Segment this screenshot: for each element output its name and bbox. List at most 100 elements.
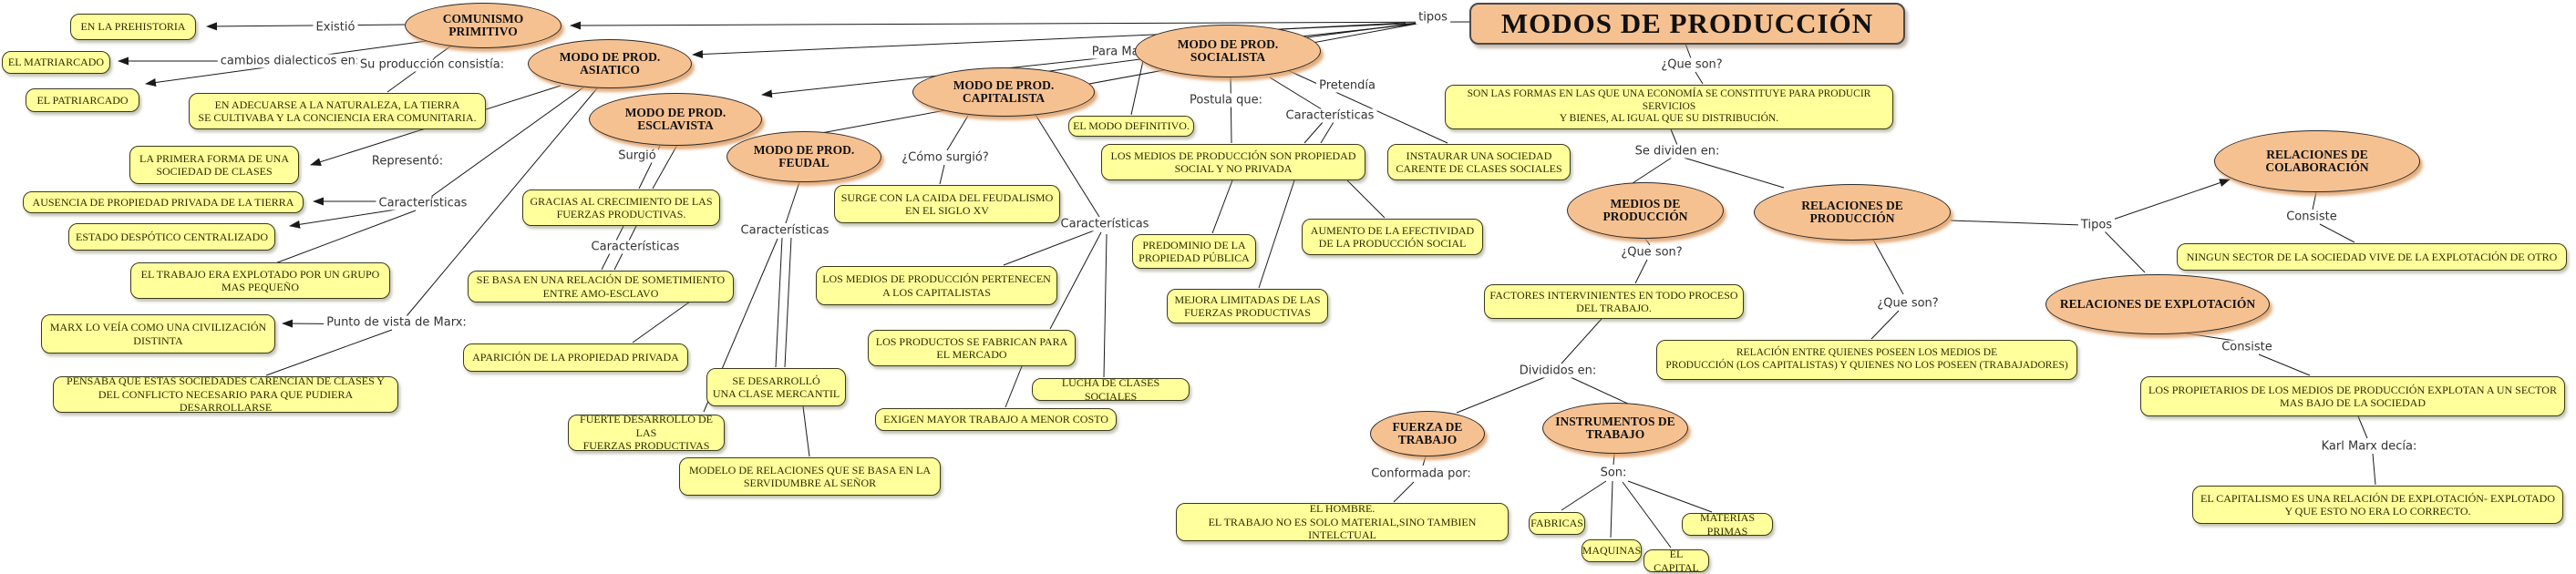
link-label-que-son-medios[interactable]: ¿Que son? (1618, 245, 1685, 260)
concept-box-marx-civilizacion-distinta[interactable]: MARX LO VEÍA COMO UNA CIVILIZACIÓN DISTI… (41, 314, 275, 354)
concept-oval-instrumentos-de-trabajo[interactable]: INSTRUMENTOS DE TRABAJO (1542, 403, 1688, 454)
link-label-tipos-top[interactable]: tipos (1416, 10, 1450, 25)
link-label-caracteristicas-capitalista[interactable]: Características (1057, 217, 1152, 231)
concept-box-productos-para-mercado[interactable]: LOS PRODUCTOS SE FABRICAN PARA EL MERCAD… (868, 330, 1076, 366)
connector-line (784, 237, 792, 368)
connector-line (2372, 453, 2376, 486)
link-label-represento[interactable]: Representó: (368, 154, 447, 169)
concept-box-lucha-clases-sociales[interactable]: LUCHA DE CLASES SOCIALES (1032, 376, 1190, 403)
connector-line (1346, 179, 1386, 219)
concept-box-trabajo-explotado-grupo[interactable]: EL TRABAJO ERA EXPLOTADO POR UN GRUPO MA… (130, 262, 390, 299)
connector-line (1456, 376, 1546, 414)
concept-box-relacion-entre-quienes-poseen[interactable]: RELACIÓN ENTRE QUIENES POSEEN LOS MEDIOS… (1656, 340, 2077, 380)
connector-line (2186, 333, 2236, 342)
concept-box-surge-caida-feudalismo[interactable]: SURGE CON LA CAIDA DEL FEUDALISMO EN EL … (834, 185, 1060, 223)
link-label-postula-que[interactable]: Postula que: (1186, 93, 1266, 108)
connector-line (1634, 259, 1648, 284)
concept-box-se-basa-amo-esclavo[interactable]: SE BASA EN UNA RELACIÓN DE SOMETIMIENTO … (468, 271, 734, 302)
connector-line (1393, 481, 1415, 503)
connector-line (946, 115, 969, 151)
connector-line (1870, 310, 1900, 340)
concept-box-modelo-servidumbre-senor[interactable]: MODELO DE RELACIONES QUE SE BASA EN LA S… (679, 457, 941, 496)
concept-box-adecuarse-naturaleza[interactable]: EN ADECUARSE A LA NATURALEZA, LA TIERRA … (189, 93, 486, 129)
link-label-se-dividen-en[interactable]: Se dividen en: (1632, 144, 1723, 159)
link-label-consiste-explotacion[interactable]: Consiste (2219, 340, 2275, 354)
connector-line (274, 210, 417, 264)
concept-box-son-las-formas[interactable]: SON LAS FORMAS EN LAS QUE UNA ECONOMÍA S… (1445, 85, 1893, 129)
concept-box-gracias-crecimiento-fuerzas[interactable]: GRACIAS AL CRECIMIENTO DE LAS FUERZAS PR… (522, 190, 720, 226)
concept-box-primera-forma-sociedad-clases[interactable]: LA PRIMERA FORMA DE UNA SOCIEDAD DE CLAS… (129, 146, 299, 184)
concept-box-instaurar-sociedad-carente[interactable]: INSTAURAR UNA SOCIEDAD CARENTE DE CLASES… (1387, 144, 1571, 180)
concept-box-medios-propiedad-social[interactable]: LOS MEDIOS DE PRODUCCIÓN SON PROPIEDAD S… (1101, 144, 1365, 180)
connector-line (2103, 230, 2146, 273)
concept-oval-comunismo-primitivo[interactable]: COMUNISMO PRIMITIVO (405, 3, 562, 48)
concept-box-aumento-efectividad-produccion[interactable]: AUMENTO DE LA EFECTIVIDAD DE LA PRODUCCI… (1302, 219, 1483, 255)
concept-box-predominio-propiedad-publica[interactable]: PREDOMINIO DE LA PROPIEDAD PÚBLICA (1132, 234, 1256, 269)
link-label-punto-de-vista-de-marx[interactable]: Punto de vista de Marx: (324, 315, 469, 330)
concept-box-fabricas[interactable]: FABRICAS (1529, 512, 1585, 535)
concept-box-aparicion-propiedad-privada[interactable]: APARICIÓN DE LA PROPIEDAD PRIVADA (463, 343, 688, 372)
link-label-son[interactable]: Son: (1597, 466, 1630, 480)
link-label-existio[interactable]: Existió (313, 20, 358, 35)
connector-line (2357, 415, 2368, 439)
connector-line (428, 87, 584, 200)
concept-box-exigen-mayor-trabajo[interactable]: EXIGEN MAYOR TRABAJO A MENOR COSTO (875, 408, 1117, 431)
concept-box-factores-intervinientes[interactable]: FACTORES INTERVINIENTES EN TODO PROCESO … (1484, 284, 1744, 319)
link-label-surgio[interactable]: Surgió (615, 149, 659, 163)
connector-line (761, 22, 1428, 98)
concept-box-el-modo-definitivo[interactable]: EL MODO DEFINITIVO. (1068, 116, 1194, 137)
concept-oval-modo-prod-capitalista[interactable]: MODO DE PROD. CAPITALISTA (912, 67, 1095, 117)
connector-line (1035, 114, 1100, 218)
concept-box-se-desarrollo-clase-mercantil[interactable]: SE DESARROLLÓ UNA CLASE MERCANTIL (706, 368, 846, 406)
link-label-karl-marx-decia[interactable]: Karl Marx decía: (2318, 439, 2420, 454)
link-label-caracteristicas-feudal[interactable]: Características (737, 223, 832, 238)
link-label-que-son-relaciones[interactable]: ¿Que son? (1874, 296, 1942, 311)
concept-box-ningun-sector-vive-explotacion[interactable]: NINGUN SECTOR DE LA SOCIEDAD VIVE DE LA … (2177, 243, 2567, 271)
link-label-divididos-en[interactable]: Divididos en: (1516, 364, 1600, 378)
concept-oval-modo-prod-socialista[interactable]: MODO DE PROD. SOCIALISTA (1135, 25, 1321, 77)
connector-line (145, 65, 280, 87)
connector-line (2319, 223, 2355, 243)
concept-oval-modo-prod-esclavista[interactable]: MODO DE PROD. ESCLAVISTA (589, 93, 762, 146)
concept-box-en-la-prehistoria[interactable]: EN LA PREHISTORIA (70, 14, 196, 40)
connector-line (1258, 179, 1295, 289)
concept-oval-relaciones-de-explotacion[interactable]: RELACIONES DE EXPLOTACIÓN (2045, 274, 2270, 334)
connector-line (206, 22, 406, 31)
concept-box-el-hombre[interactable]: EL HOMBRE. EL TRABAJO NO ES SOLO MATERIA… (1176, 502, 1509, 541)
link-label-conformada-por[interactable]: Conformada por: (1368, 466, 1474, 481)
map-title-node[interactable]: MODOS DE PRODUCCIÓN (1469, 3, 1905, 45)
concept-box-medios-pertenecen-capitalistas[interactable]: LOS MEDIOS DE PRODUCCIÓN PERTENECEN A LO… (816, 266, 1057, 305)
concept-box-pensaba-sociedades-carencian[interactable]: PENSABA QUE ESTAS SOCIEDADES CARENCIAN D… (53, 374, 398, 414)
link-label-su-produccion-consistia[interactable]: Su producción consistía: (356, 57, 508, 72)
link-label-tipos-right[interactable]: Tipos (2077, 218, 2116, 232)
concept-box-el-patriarcado[interactable]: EL PATRIARCADO (26, 88, 139, 112)
connector-line (1303, 120, 1324, 144)
concept-box-maquinas[interactable]: MAQUINAS (1582, 539, 1642, 562)
concept-oval-medios-de-produccion[interactable]: MEDIOS DE PRODUCCIÓN (1567, 182, 1724, 239)
concept-oval-fuerza-de-trabajo[interactable]: FUERZA DE TRABAJO (1370, 411, 1485, 456)
link-label-que-son-title[interactable]: ¿Que son? (1658, 57, 1726, 72)
connector-line (1003, 229, 1097, 266)
connector-line (1211, 179, 1233, 234)
link-label-caracteristicas-socialista[interactable]: Características (1283, 108, 1377, 123)
concept-oval-relaciones-de-produccion[interactable]: RELACIONES DE PRODUCCIÓN (1754, 184, 1951, 241)
concept-box-ausencia-propiedad-privada[interactable]: AUSENCIA DE PROPIEDAD PRIVADA DE LA TIER… (23, 191, 304, 213)
concept-box-fuerte-desarrollo-fuerzas[interactable]: FUERTE DESARROLLO DE LAS FUERZAS PRODUCT… (568, 413, 725, 452)
link-label-cambios-dialecticos-en[interactable]: cambios dialecticos en: (217, 54, 363, 68)
link-label-caracteristicas-esclavista[interactable]: Características (588, 240, 683, 254)
concept-box-propietarios-explotan[interactable]: LOS PROPIETARIOS DE LOS MEDIOS DE PRODUC… (2140, 376, 2565, 416)
link-label-consiste-colaboracion[interactable]: Consiste (2283, 210, 2340, 224)
concept-box-materias-primas[interactable]: MATERIAS PRIMAS (1682, 511, 1773, 538)
concept-box-el-capital[interactable]: EL CAPITAL (1643, 548, 1709, 574)
concept-oval-relaciones-de-colaboracion[interactable]: RELACIONES DE COLABORACIÓN (2214, 130, 2420, 192)
concept-oval-modo-prod-feudal[interactable]: MODO DE PROD. FEUDAL (726, 131, 881, 182)
link-label-caracteristicas-comunismo[interactable]: Características (376, 196, 470, 210)
concept-oval-modo-prod-asiatico[interactable]: MODO DE PROD. ASIATICO (528, 39, 692, 88)
connector-line (1695, 71, 1704, 85)
concept-box-estado-despotico-centralizado[interactable]: ESTADO DESPÓTICO CENTRALIZADO (68, 223, 275, 251)
concept-box-capitalismo-relacion-explotacion[interactable]: EL CAPITALISMO ES UNA RELACIÓN DE EXPLOT… (2192, 486, 2563, 524)
concept-box-el-matriarcado[interactable]: EL MATRIARCADO (2, 51, 110, 74)
link-label-pretendia[interactable]: Pretendía (1316, 78, 1378, 93)
link-label-como-surgio[interactable]: ¿Cómo surgió? (899, 150, 992, 165)
concept-box-mejora-limitadas-fuerzas[interactable]: MEJORA LIMITADAS DE LAS FUERZAS PRODUCTI… (1167, 289, 1328, 323)
